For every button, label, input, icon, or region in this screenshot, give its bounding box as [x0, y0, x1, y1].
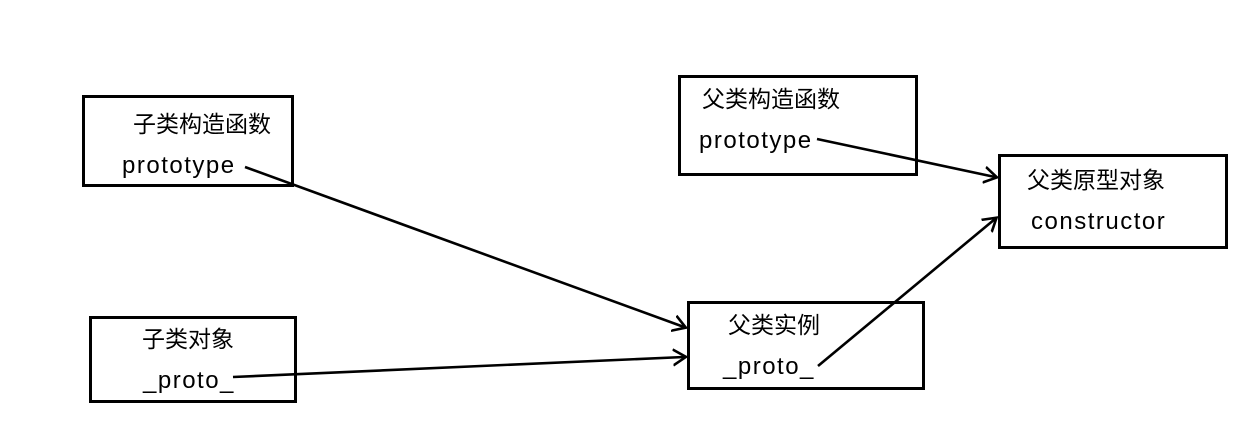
box-parent-prototype-object-property: constructor [1031, 208, 1167, 235]
box-child-constructor-property: prototype [122, 152, 236, 179]
box-child-object-title: 子类对象 [142, 326, 234, 352]
arrow-child-constructor-prototype-to-parent-instance [244, 165, 684, 327]
box-parent-constructor: 父类构造函数 prototype [678, 75, 918, 176]
box-parent-constructor-title: 父类构造函数 [702, 86, 840, 112]
arrow-child-object-proto-to-parent-instance [232, 357, 684, 379]
box-child-constructor: 子类构造函数 prototype [82, 95, 294, 187]
box-child-object: 子类对象 _proto_ [89, 316, 297, 403]
box-child-object-property: _proto_ [143, 367, 235, 394]
box-parent-instance-title: 父类实例 [728, 312, 820, 338]
box-parent-prototype-object-title: 父类原型对象 [1027, 167, 1165, 193]
box-parent-constructor-property: prototype [699, 127, 813, 154]
box-child-constructor-title: 子类构造函数 [133, 111, 271, 137]
box-parent-instance-property: _proto_ [723, 353, 815, 380]
box-parent-instance: 父类实例 _proto_ [687, 301, 925, 390]
box-parent-prototype-object: 父类原型对象 constructor [998, 154, 1228, 249]
